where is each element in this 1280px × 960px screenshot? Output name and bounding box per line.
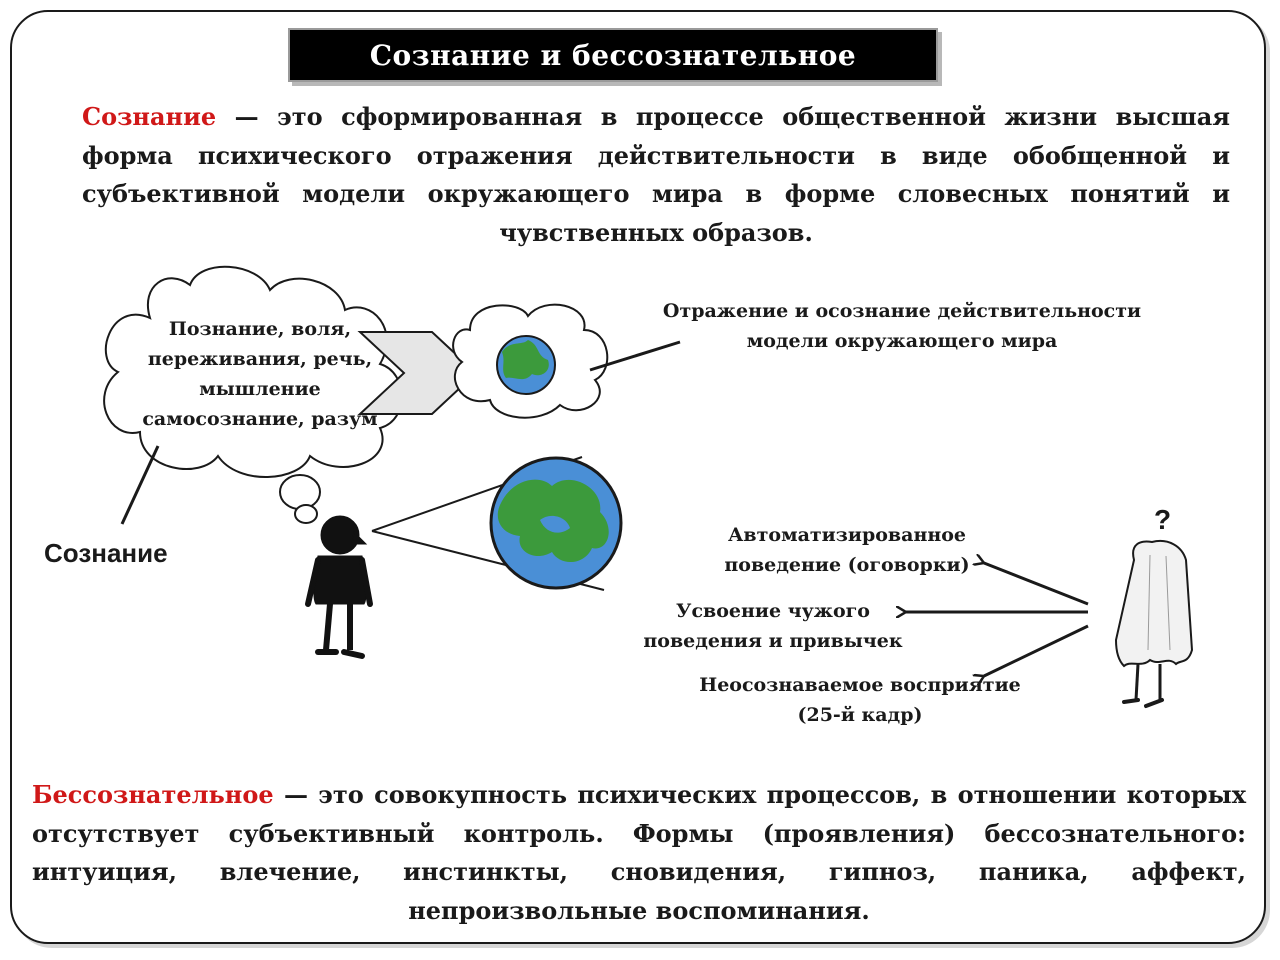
consciousness-label: Сознание — [44, 538, 168, 568]
unconscious-term: Бессознательное — [32, 780, 274, 809]
unconscious-arrows — [906, 563, 1089, 676]
consciousness-definition-text: — это сформированная в процессе обществе… — [82, 102, 1230, 247]
slide-title: Сознание и бессознательное — [288, 28, 938, 82]
thought-bubble-small — [279, 474, 321, 524]
reflection-text: Отражение и осознание действительности м… — [662, 300, 1142, 352]
ghost-icon — [1114, 540, 1194, 708]
consciousness-pointer-line — [120, 445, 160, 525]
chevron-arrow-icon — [357, 331, 478, 415]
person-icon — [305, 515, 373, 659]
cloud-text: Познание, воля, переживания, речь, мышле… — [142, 318, 378, 430]
consciousness-definition: Сознание — это сформированная в процессе… — [82, 98, 1230, 252]
unconscious-definition: Бессознательное — это совокупность психи… — [32, 776, 1246, 930]
unconscious-definition-text: — это совокупность психических процессов… — [32, 780, 1246, 925]
earth-small-icon — [496, 335, 556, 395]
automated-behavior-label: Автоматизированное поведение (оговорки) — [724, 524, 970, 576]
thought-cloud-icon — [103, 265, 403, 478]
question-mark: ? — [1154, 504, 1172, 535]
unconscious-perception-label: Неосознаваемое восприятие (25-й кадр) — [699, 674, 1021, 726]
earth-large-icon — [489, 456, 623, 590]
learning-behavior-label: Усвоение чужого поведения и привычек — [643, 600, 903, 652]
reflection-pointer-line — [589, 340, 681, 372]
consciousness-term: Сознание — [82, 102, 217, 131]
slide-frame — [10, 10, 1266, 944]
